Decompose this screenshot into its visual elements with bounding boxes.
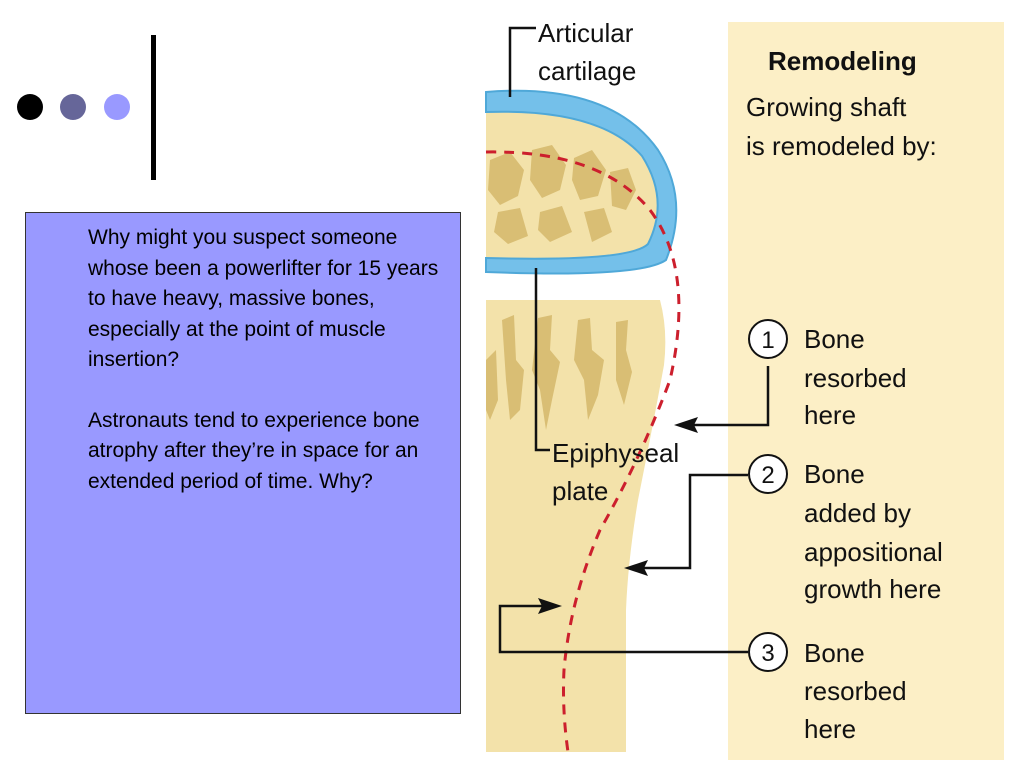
step-1-circle bbox=[748, 319, 788, 359]
step-1-line-1: Bone bbox=[804, 324, 865, 354]
panel-title: Remodeling bbox=[768, 46, 917, 76]
epiphysis-spongy-bone bbox=[488, 145, 636, 244]
remodel-line bbox=[485, 150, 681, 753]
step-3-number: 3 bbox=[761, 640, 774, 667]
step-1-arrow-line bbox=[694, 366, 770, 427]
step-3-arrow-line bbox=[498, 604, 748, 654]
step-3: 3 Bone resorbed here bbox=[498, 598, 907, 744]
step-3-circle bbox=[748, 632, 788, 672]
step-3-line-2: resorbed bbox=[804, 676, 907, 706]
bullet-dot-slate bbox=[60, 94, 86, 120]
step-1-line-3: here bbox=[804, 400, 856, 430]
step-3-arrowhead bbox=[538, 598, 562, 614]
label-epiphyseal-line-2: plate bbox=[552, 476, 608, 506]
question-text: Why might you suspect someone whose been… bbox=[88, 223, 458, 497]
question-paragraph-powerlifter: Why might you suspect someone whose been… bbox=[88, 226, 439, 371]
label-epiphyseal-line-1: Epiphyseal bbox=[552, 438, 679, 468]
step-2-line-3: appositional bbox=[804, 537, 943, 567]
step-1-number: 1 bbox=[761, 327, 774, 354]
step-2-arrow-line bbox=[644, 473, 748, 570]
bullet-dot-black bbox=[17, 94, 43, 120]
step-2-arrowhead bbox=[624, 560, 648, 576]
articular-cartilage bbox=[485, 89, 678, 275]
step-2: 2 Bone added by appositional growth here bbox=[624, 454, 943, 604]
panel-subtitle-line-2: is remodeled by: bbox=[746, 131, 937, 161]
step-1-arrowhead bbox=[674, 417, 698, 433]
step-2-line-2: added by bbox=[804, 498, 911, 528]
epiphyseal-leader-line bbox=[534, 268, 550, 452]
step-1-line-2: resorbed bbox=[804, 363, 907, 393]
question-paragraph-astronauts: Astronauts tend to experience bone atrop… bbox=[88, 408, 420, 493]
bullet-dot-periwinkle bbox=[104, 94, 130, 120]
label-articular-line-2: cartilage bbox=[538, 56, 636, 86]
question-box: Why might you suspect someone whose been… bbox=[25, 212, 461, 714]
title-divider-line bbox=[151, 35, 156, 180]
label-articular-line-1: Articular bbox=[538, 18, 634, 48]
step-3-line-1: Bone bbox=[804, 638, 865, 668]
articular-leader-line bbox=[508, 26, 536, 97]
step-2-line-4: growth here bbox=[804, 574, 941, 604]
step-1: 1 Bone resorbed here bbox=[674, 319, 907, 433]
step-2-circle bbox=[748, 454, 788, 494]
bone-remodeling-figure: Articular cartilage Epiphyseal plate Rem… bbox=[485, 18, 1004, 760]
panel-subtitle-line-1: Growing shaft bbox=[746, 92, 907, 122]
spongy-bone-strands bbox=[486, 315, 632, 430]
bone-shaft bbox=[486, 300, 666, 752]
step-2-line-1: Bone bbox=[804, 459, 865, 489]
step-2-number: 2 bbox=[761, 462, 774, 489]
step-3-line-3: here bbox=[804, 714, 856, 744]
